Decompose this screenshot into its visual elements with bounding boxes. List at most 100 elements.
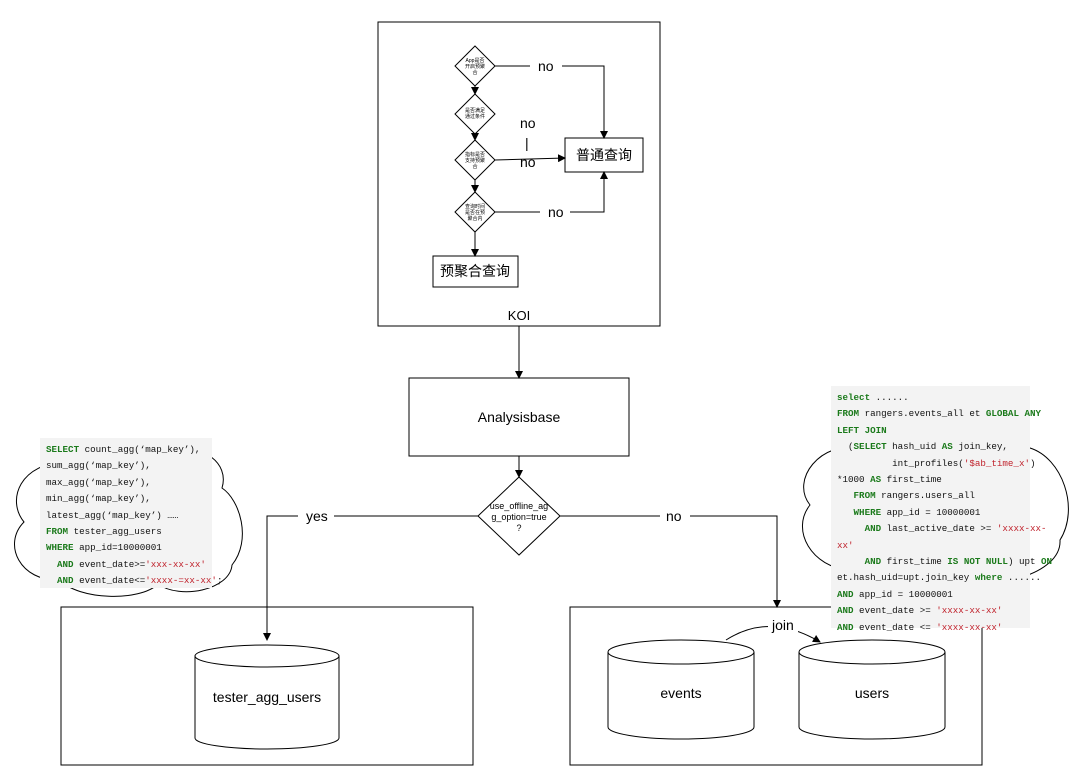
- code-token: WHERE: [46, 542, 74, 554]
- no-label-separator: |: [525, 135, 529, 151]
- code-token: join_key,: [952, 441, 1008, 453]
- code-token: min_agg(‘map_key’),: [46, 493, 151, 505]
- code-token: WHERE: [853, 506, 882, 518]
- code-token: SELECT: [46, 444, 80, 455]
- no-route-1: [495, 65, 608, 139]
- code-token: first_time: [881, 474, 942, 486]
- users-label: users: [855, 685, 889, 701]
- code-token: [837, 507, 854, 518]
- code-line: AND event_date >= 'xxxx-xx-xx': [837, 603, 1024, 619]
- code-token: AS: [941, 441, 953, 453]
- analysisbase-label: Analysisbase: [478, 409, 561, 425]
- tester-agg-users-cylinder: [194, 644, 340, 750]
- left-storage-box: [60, 606, 474, 766]
- koi-label: KOI: [508, 308, 530, 323]
- code-token: count_agg(‘map_key’),: [79, 444, 201, 455]
- code-token: (: [837, 441, 854, 453]
- code-line: AND event_date<='xxxx-=xx-xx';: [46, 573, 222, 589]
- normal-query-label: 普通查询: [576, 147, 632, 163]
- code-token: 'xxxx-xx-: [996, 523, 1047, 535]
- code-line: min_agg(‘map_key’),: [46, 491, 206, 507]
- code-token: GLOBAL ANY: [985, 408, 1042, 420]
- code-line: latest_agg(‘map_key’) ……: [46, 508, 206, 524]
- code-token: AND: [837, 605, 854, 617]
- code-token: app_id=10000001: [73, 542, 162, 554]
- code-token: [46, 559, 57, 570]
- left-sql-code-block: SELECT count_agg(‘map_key’), sum_agg(‘map…: [40, 438, 222, 589]
- code-token: SELECT: [853, 441, 887, 453]
- code-token: sum_agg(‘map_key’),: [46, 460, 151, 472]
- code-token: ;: [216, 575, 223, 587]
- no-label-2: no: [520, 115, 536, 131]
- code-token: [837, 523, 865, 534]
- code-line: int_profiles('$ab_time_x'): [837, 456, 1035, 472]
- events-cylinder: [607, 639, 755, 740]
- preagg-query-box: [432, 255, 519, 288]
- code-token: IS NOT NULL: [947, 556, 1008, 568]
- code-token: '$ab_time_x': [963, 457, 1030, 469]
- code-token: ......: [1002, 572, 1042, 584]
- code-token: ): [1029, 457, 1036, 469]
- code-token: rangers.events_all et: [859, 408, 986, 420]
- code-token: latest_agg(‘map_key’) ……: [46, 509, 179, 521]
- code-token: FROM: [46, 526, 69, 538]
- code-line: select ......: [837, 390, 1024, 406]
- code-line: AND last_active_date >= 'xxxx-xx-: [837, 521, 1047, 537]
- no-label-main: no: [666, 508, 682, 524]
- preagg-query-label: 预聚合查询: [440, 263, 510, 279]
- code-token: FROM: [853, 490, 876, 502]
- code-line: FROM tester_agg_users: [46, 524, 206, 540]
- code-token: AND: [864, 523, 882, 535]
- join-label: join: [771, 617, 794, 633]
- decision-metric-preagg-text: 指标是否支持预聚合: [465, 151, 485, 170]
- no-label-1: no: [538, 58, 554, 74]
- code-token: [837, 490, 854, 501]
- code-token: et.hash_uid=upt.join_key: [837, 572, 975, 584]
- decision-app-preagg-text: App是否开启预聚合: [465, 58, 485, 76]
- code-token: AND: [57, 558, 74, 570]
- code-line: FROM rangers.events_all et GLOBAL ANY: [837, 406, 1041, 422]
- code-line: AND event_date <= 'xxxx-xx-xx': [837, 620, 1024, 636]
- code-token: event_date >=: [853, 605, 937, 617]
- code-line: *1000 AS first_time: [837, 472, 1024, 488]
- code-line: max_agg(‘map_key’),: [46, 475, 206, 491]
- code-line: AND app_id = 10000001: [837, 587, 1024, 603]
- code-token: last_active_date >=: [881, 523, 997, 535]
- code-token: AND: [837, 621, 854, 633]
- code-token: xx': [837, 539, 854, 551]
- code-line: SELECT count_agg(‘map_key’),: [46, 442, 206, 458]
- code-token: LEFT JOIN: [837, 424, 887, 436]
- code-line: WHERE app_id=10000001: [46, 540, 206, 556]
- code-token: event_date <=: [853, 621, 937, 633]
- code-token: 'xxxx-xx-xx': [936, 605, 1003, 617]
- code-token: max_agg(‘map_key’),: [46, 476, 151, 488]
- code-token: [837, 556, 865, 567]
- code-token: int_profiles(: [837, 457, 964, 469]
- code-line: FROM rangers.users_all: [837, 488, 1024, 504]
- code-token: tester_agg_users: [68, 526, 162, 538]
- code-token: where: [974, 572, 1003, 584]
- yes-label: yes: [306, 508, 328, 524]
- code-token: ON: [1041, 556, 1053, 568]
- code-line: AND first_time IS NOT NULL) upt ON: [837, 554, 1053, 570]
- tester-agg-users-label: tester_agg_users: [213, 689, 321, 705]
- code-line: sum_agg(‘map_key’),: [46, 458, 206, 474]
- no-route-3: [494, 154, 566, 163]
- right-sql-code-block: select ......FROM rangers.events_all et …: [831, 386, 1053, 633]
- code-token: ) upt: [1007, 556, 1042, 568]
- code-token: 'xxx-xx-xx': [145, 558, 206, 570]
- code-line: LEFT JOIN: [837, 423, 1024, 439]
- code-token: AND: [57, 575, 74, 587]
- code-token: 'xxxx-xx-xx': [936, 621, 1003, 633]
- no-label-4: no: [548, 204, 564, 220]
- events-label: events: [660, 685, 701, 701]
- code-token: AND: [864, 556, 882, 568]
- yes-branch-arrow: [263, 515, 478, 641]
- code-token: select: [837, 392, 871, 403]
- code-line: xx': [837, 538, 1024, 554]
- no-route-4: [495, 171, 608, 213]
- code-token: AND: [837, 588, 854, 600]
- no-label-3: no: [520, 154, 536, 170]
- code-token: rangers.users_all: [875, 490, 975, 502]
